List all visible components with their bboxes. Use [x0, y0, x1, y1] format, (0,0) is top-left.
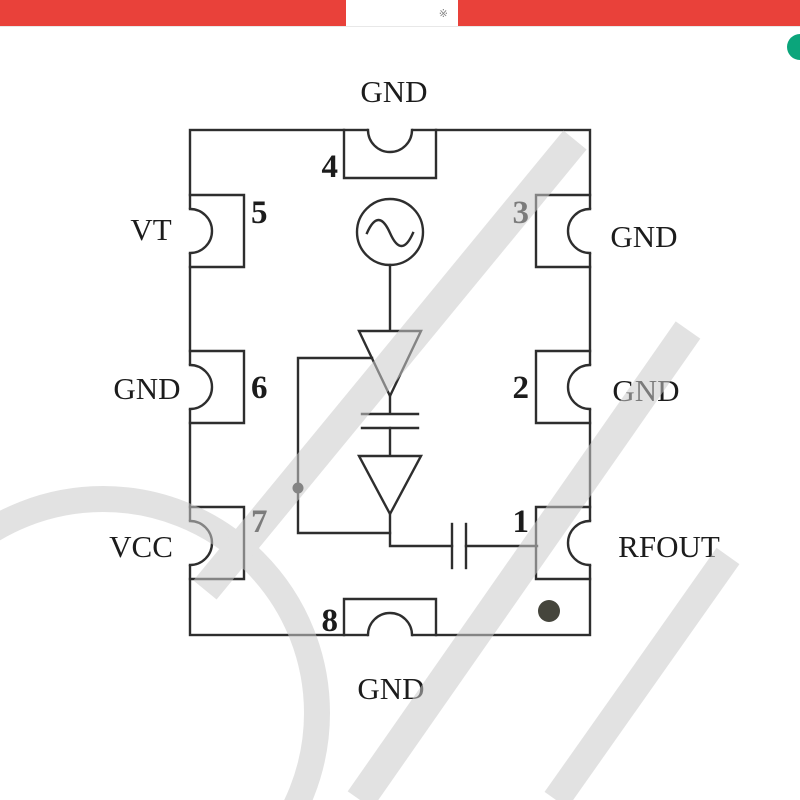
page-divider: [0, 26, 800, 27]
feedback-wire: [296, 356, 392, 535]
top-bar-gap: ※: [346, 0, 458, 26]
pin-7-label: VCC: [109, 529, 173, 564]
pin-4-pad: [342, 128, 438, 180]
watermark-stripe-2: [347, 321, 701, 800]
pin-5-pad: [188, 193, 246, 269]
pin-6-label: GND: [113, 371, 180, 406]
top-bar: ※: [0, 0, 800, 26]
pin-5-number: 5: [251, 195, 268, 231]
pin-8-pad: [342, 597, 438, 637]
oscillator-symbol: [355, 197, 425, 267]
watermark-stripe-3: [544, 547, 740, 800]
wire-to-output-cap: [388, 512, 454, 548]
watermark-circle: [0, 486, 330, 800]
buffer2-triangle-icon: [356, 454, 424, 517]
pin-2-number: 2: [513, 370, 530, 406]
pin-8-number: 8: [322, 603, 339, 639]
pin-1-number: 1: [513, 504, 530, 540]
pin-4-label: GND: [360, 74, 427, 109]
floating-badge[interactable]: [787, 34, 800, 60]
pin-3-label: GND: [610, 219, 677, 254]
pin-1-label: RFOUT: [618, 529, 720, 564]
top-bar-symbol: ※: [438, 6, 448, 20]
pin-6-pad: [188, 349, 246, 425]
pin-4-number: 4: [322, 149, 339, 185]
pin-3-pad: [534, 193, 592, 269]
pin-5-label: VT: [130, 212, 171, 247]
watermark: [0, 130, 740, 800]
watermark-stripe-1: [193, 130, 587, 600]
pin-2-pad: [534, 349, 592, 425]
pin-6-number: 6: [251, 370, 268, 406]
pin1-marker-dot: [538, 600, 560, 622]
